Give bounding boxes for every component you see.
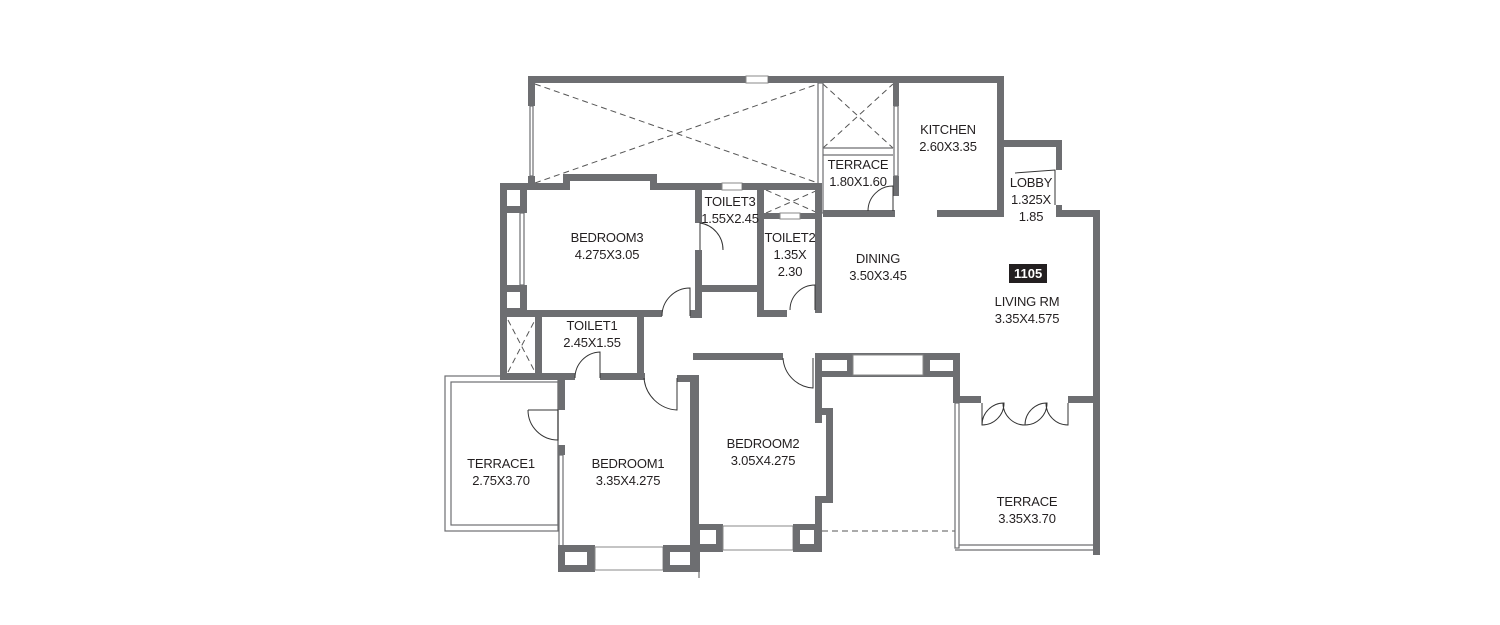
room-size: 4.275X3.05	[574, 247, 640, 262]
room-name: TOILET2	[764, 230, 816, 245]
void-area	[507, 83, 894, 373]
room-name: TERRACE1	[467, 456, 535, 471]
room-terrace-large: TERRACE 3.35X3.70	[997, 493, 1058, 527]
room-kitchen: KITCHEN 2.60X3.35	[919, 121, 977, 155]
room-size: 3.05X4.275	[730, 453, 796, 468]
room-terrace1: TERRACE1 2.75X3.70	[467, 455, 535, 489]
room-size: 3.35X4.275	[595, 473, 661, 488]
room-dining: DINING 3.50X3.45	[849, 250, 907, 284]
room-name: BEDROOM2	[726, 436, 800, 451]
room-size: 2.75X3.70	[472, 473, 530, 488]
room-size: 2.45X1.55	[563, 335, 621, 350]
room-size: 3.35X4.575	[994, 311, 1060, 326]
room-name: LIVING RM	[994, 294, 1060, 309]
room-size-1: 1.35X	[773, 247, 807, 262]
unit-number-badge: 1105	[1009, 264, 1048, 283]
room-name: DINING	[855, 251, 901, 266]
room-toilet3: TOILET3 1.55X2.45	[701, 193, 759, 227]
room-size: 3.35X3.70	[998, 511, 1056, 526]
room-size-2: 1.85	[1018, 209, 1044, 224]
room-size-1: 1.325X	[1010, 192, 1052, 207]
room-toilet2: TOILET2 1.35X 2.30	[764, 229, 815, 280]
room-name: TERRACE	[827, 157, 889, 172]
room-toilet1: TOILET1 2.45X1.55	[563, 317, 621, 351]
room-size: 1.55X2.45	[701, 211, 759, 226]
room-name: BEDROOM3	[570, 230, 644, 245]
room-lobby: LOBBY 1.325X 1.85	[1009, 174, 1053, 225]
room-size: 1.80X1.60	[829, 174, 887, 189]
room-bedroom2: BEDROOM2 3.05X4.275	[727, 435, 800, 469]
room-living: LIVING RM 3.35X4.575	[995, 293, 1060, 327]
walls	[444, 75, 1100, 582]
room-bedroom3: BEDROOM3 4.275X3.05	[571, 229, 644, 263]
room-size: 2.60X3.35	[919, 139, 977, 154]
room-name: TERRACE	[996, 494, 1058, 509]
room-terrace-small: TERRACE 1.80X1.60	[828, 156, 889, 190]
room-name: TOILET3	[704, 194, 756, 209]
doors	[527, 169, 1069, 441]
room-name: BEDROOM1	[591, 456, 665, 471]
room-name: TOILET1	[566, 318, 618, 333]
room-bedroom1: BEDROOM1 3.35X4.275	[592, 455, 665, 489]
room-name: LOBBY	[1009, 175, 1053, 190]
room-size-2: 2.30	[777, 264, 803, 279]
room-name: KITCHEN	[920, 122, 976, 137]
room-size: 3.50X3.45	[849, 268, 907, 283]
